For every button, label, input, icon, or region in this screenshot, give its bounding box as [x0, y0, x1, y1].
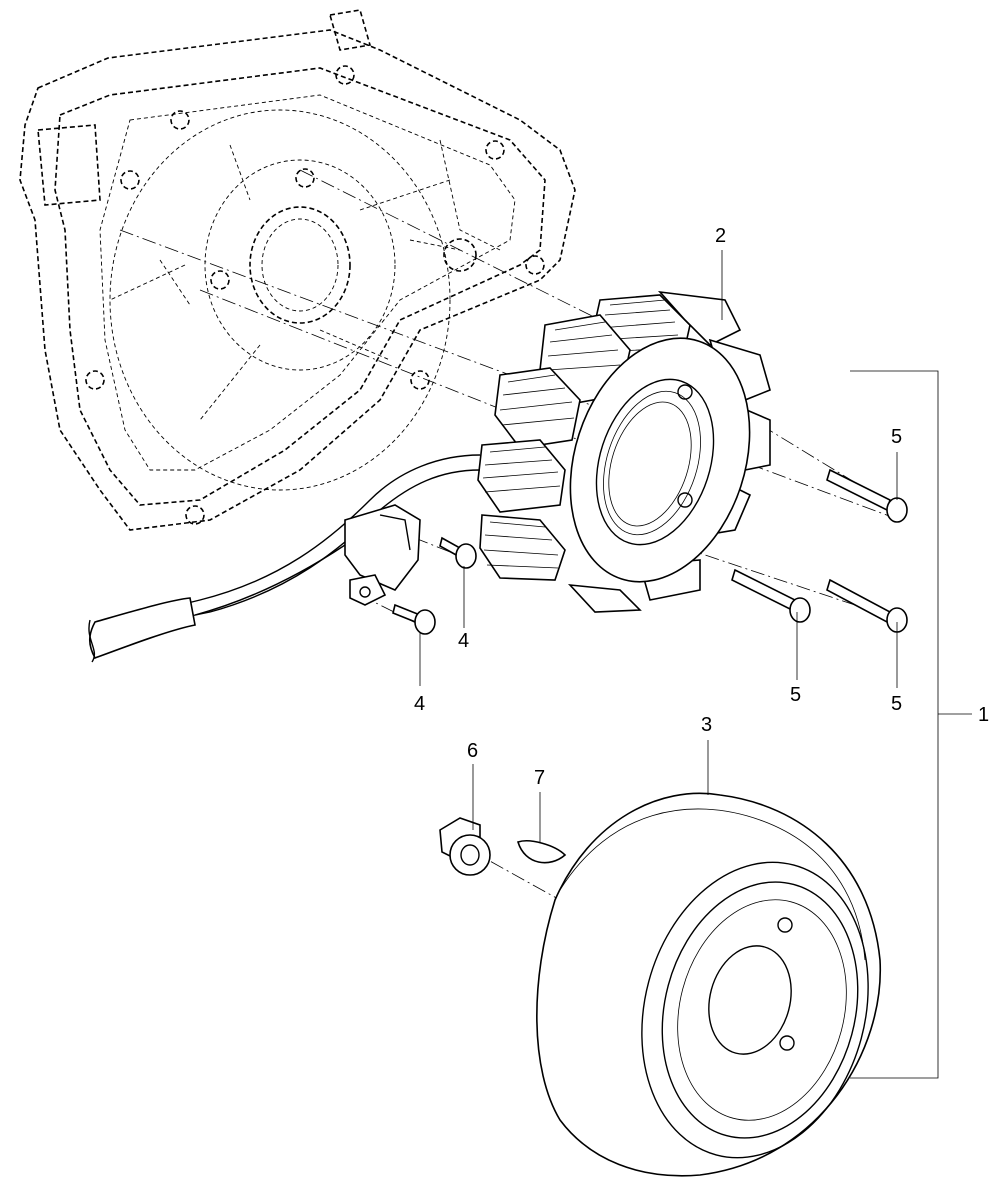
callout-6: 6	[467, 740, 478, 762]
callout-4a: 4	[458, 630, 469, 652]
pickup-sensor	[344, 504, 421, 606]
screw-4a	[439, 536, 477, 569]
callout-5b: 5	[790, 684, 801, 706]
callout-2: 2	[715, 225, 726, 247]
leader-lines	[419, 250, 972, 1079]
screw-5c	[826, 578, 908, 633]
callout-5c: 5	[891, 693, 902, 715]
callout-3: 3	[701, 714, 712, 736]
callout-labels: 1 2 3 4 4 5 5 5 6 7	[414, 225, 989, 789]
callout-1: 1	[978, 704, 989, 726]
screw-5a	[826, 468, 908, 523]
screw-4b	[392, 603, 436, 635]
wiring-harness	[88, 454, 481, 663]
callout-5a: 5	[891, 426, 902, 448]
flywheel-rotor	[536, 792, 882, 1177]
stator	[477, 290, 771, 613]
callout-7: 7	[534, 767, 545, 789]
callout-4b: 4	[414, 693, 425, 715]
screw-5b	[731, 568, 811, 623]
woodruff-key	[517, 840, 567, 864]
engine-cover-phantom	[19, 9, 576, 531]
flange-nut	[439, 817, 491, 876]
